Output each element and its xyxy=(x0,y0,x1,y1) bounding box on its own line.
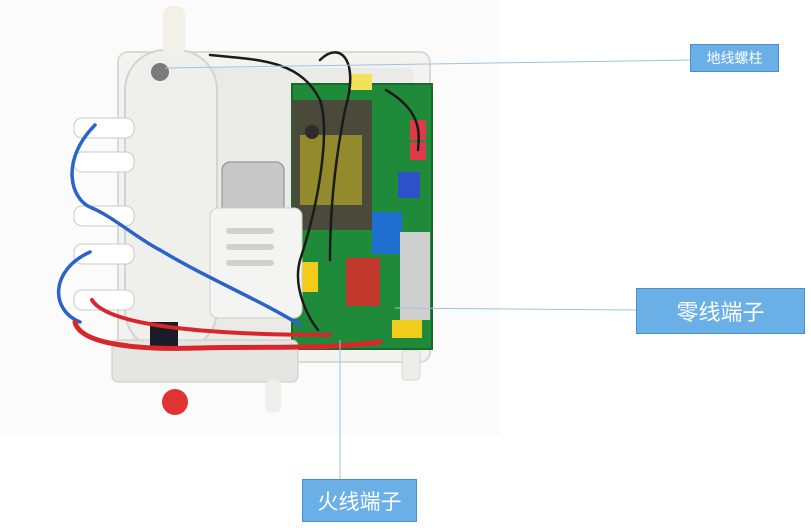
ground-terminal-label: 地线螺柱 xyxy=(690,44,779,72)
pcb-board xyxy=(291,74,433,350)
blue-capacitor xyxy=(372,212,402,254)
neutral-terminal-label: 零线端子 xyxy=(636,288,805,334)
leader-lines xyxy=(164,59,691,479)
ground-leader-line xyxy=(164,59,691,69)
neutral-leader-line xyxy=(394,307,637,311)
heater-tube xyxy=(124,6,218,351)
heatsink xyxy=(400,232,430,320)
wires xyxy=(56,51,420,351)
live-terminal-label: 火线端子 xyxy=(302,479,417,522)
relay xyxy=(346,258,380,306)
